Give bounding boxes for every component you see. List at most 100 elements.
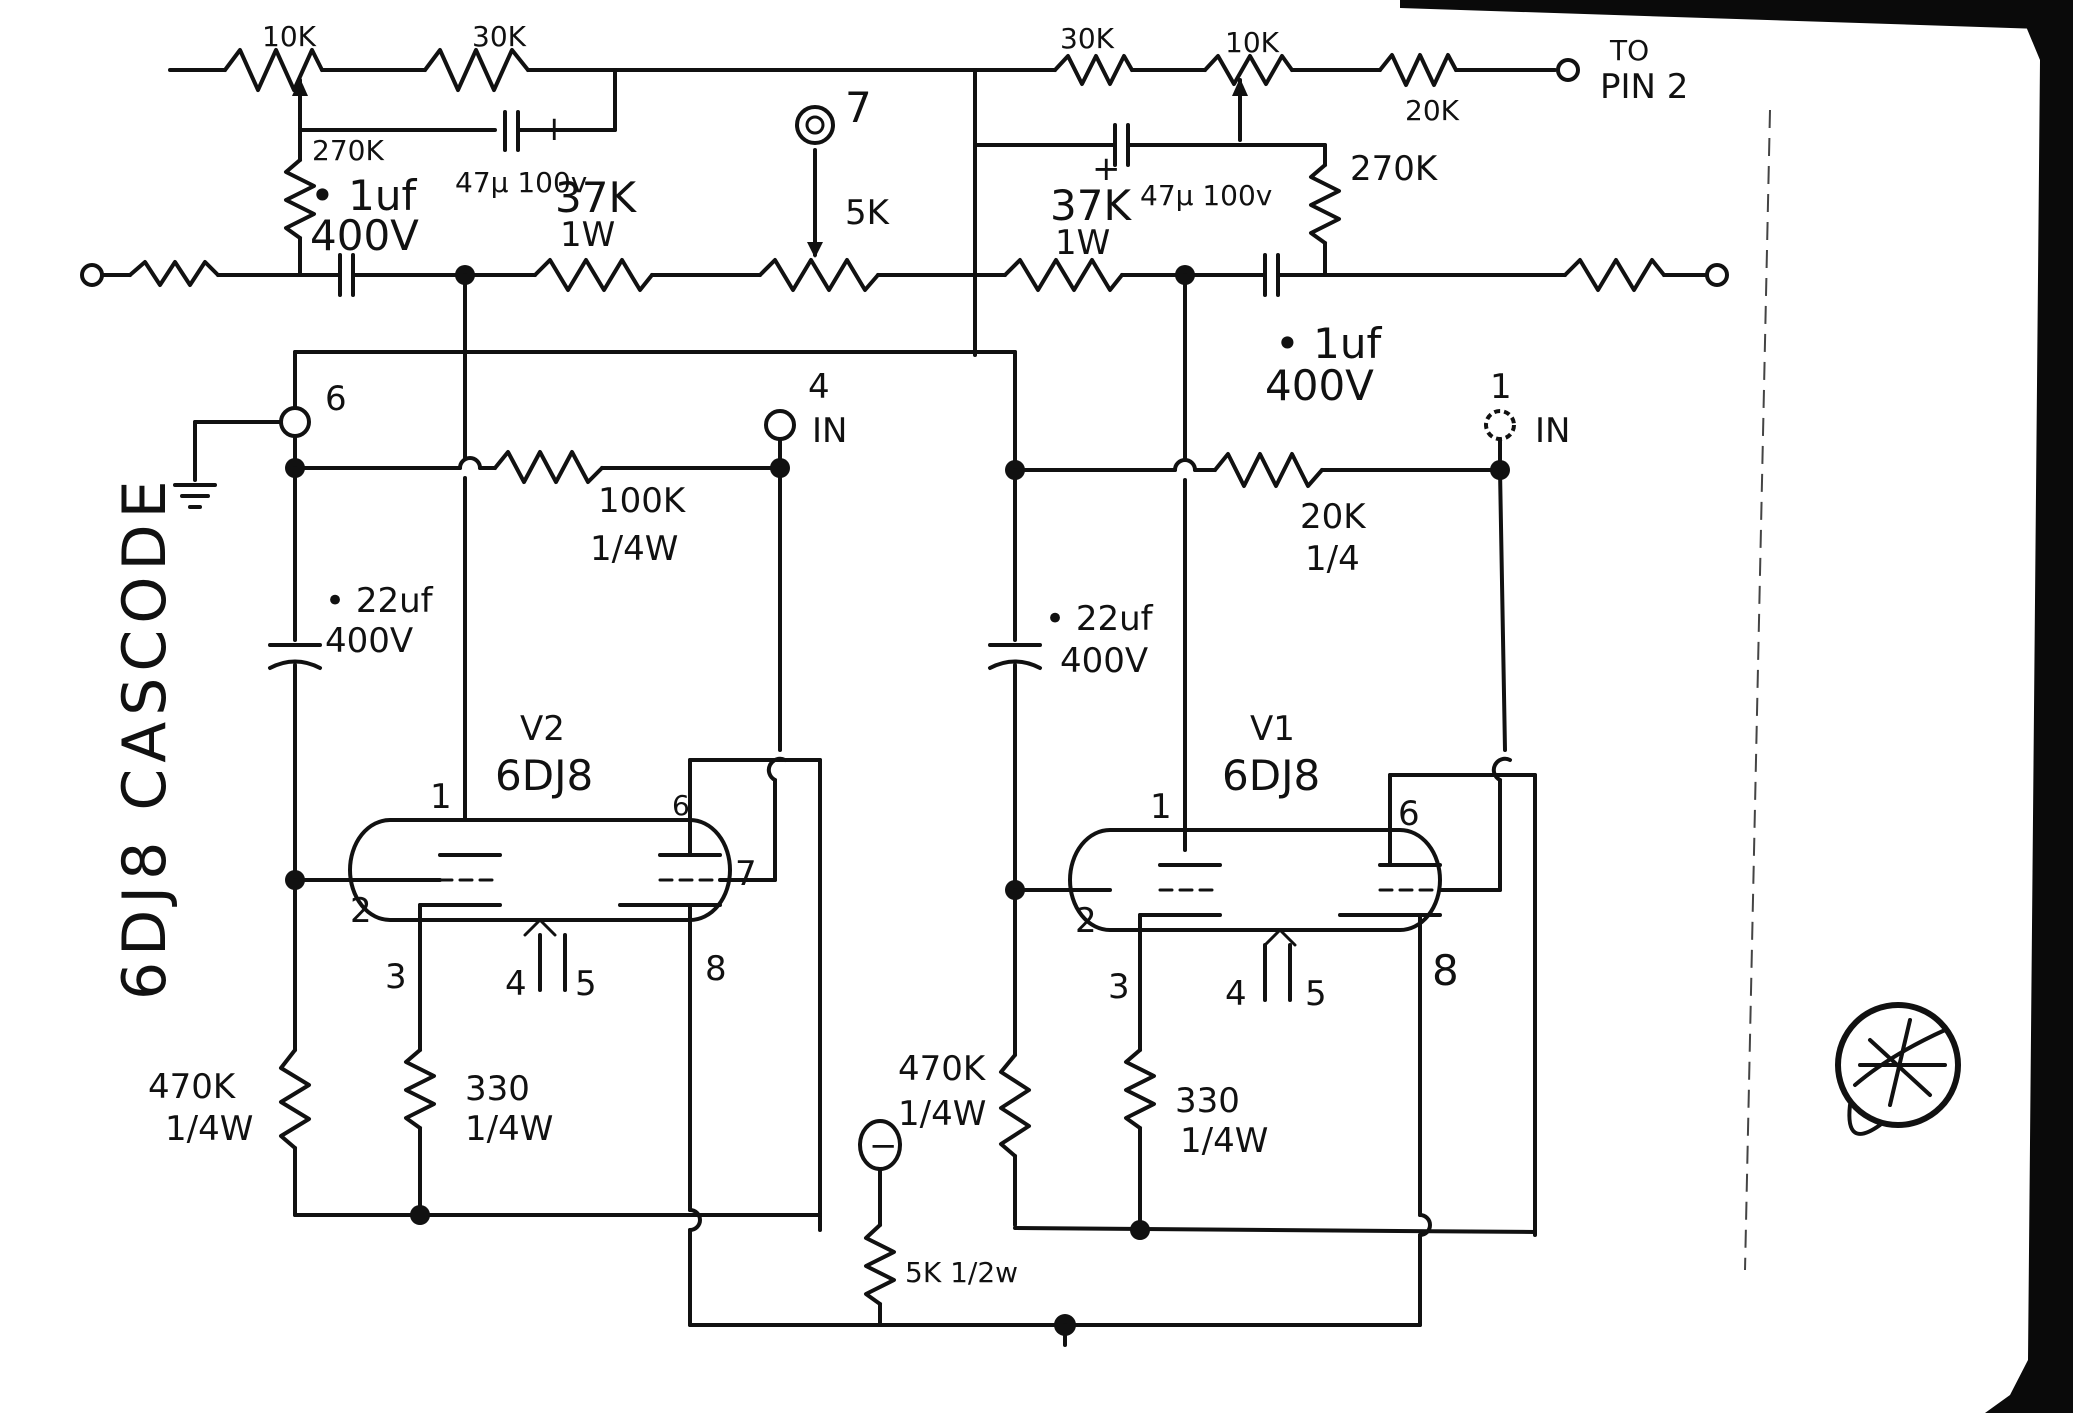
stage-v2 — [268, 273, 1422, 1327]
label-c-left-47: 47µ 100v — [455, 166, 587, 199]
resistor-100k — [493, 450, 604, 484]
label-v2-pin4: 4 — [505, 964, 527, 1004]
resistor-270k-right — [1309, 163, 1341, 245]
label-r-left-330: 330 — [465, 1069, 530, 1109]
label-v2-pin6: 6 — [672, 789, 690, 822]
label-r-left-270k: 270K — [312, 134, 384, 167]
label-r-right-270k: 270K — [1350, 149, 1439, 189]
label-c-right-plus: + — [1092, 149, 1121, 189]
label-v2-pin1: 1 — [430, 777, 452, 817]
label-v1-name: V1 — [1250, 709, 1295, 749]
terminal-output-right — [1705, 263, 1729, 287]
resistor-270k-left — [284, 158, 316, 240]
label-v1-type: 6DJ8 — [1222, 751, 1320, 800]
resistor-330-left — [404, 1048, 436, 1130]
label-r-top-right-a: 30K — [1060, 22, 1115, 55]
label-r-top-right-b: 20K — [1405, 94, 1460, 127]
label-r-left-330-w: 1/4W — [465, 1109, 553, 1149]
label-r-top-right-pot: 10K — [1225, 26, 1280, 59]
label-v2-type: 6DJ8 — [495, 751, 593, 800]
label-v2-pin7: 7 — [735, 854, 757, 894]
label-r-right-330-w: 1/4W — [1180, 1121, 1268, 1161]
diagram-title: 6DJ8 CASCODE — [110, 474, 180, 1000]
label-v1-pin8: 8 — [1432, 946, 1459, 995]
page-edge-top — [1400, 0, 2073, 30]
label-v2-pin5: 5 — [575, 964, 597, 1004]
label-r-top-left-pot: 10K — [262, 20, 317, 53]
label-r-right-37k-w: 1W — [1055, 223, 1110, 263]
label-pin6: 6 — [325, 379, 347, 419]
label-v1-pin3: 3 — [1108, 967, 1130, 1007]
page-edge-shadow — [1985, 0, 2073, 1413]
label-r-100k: 100K — [598, 481, 687, 521]
bus-wiring — [173, 350, 1516, 509]
label-c-left-22-v: 400V — [325, 621, 413, 661]
label-to: TO — [1609, 34, 1649, 67]
label-c-left-plus: + — [540, 109, 569, 149]
terminal-input-left — [80, 263, 104, 287]
label-r-100k-w: 1/4W — [590, 529, 678, 569]
page-fold-line — [1744, 109, 1771, 1271]
label-v2-pin8: 8 — [705, 949, 727, 989]
label-r-left-470k: 470K — [148, 1067, 237, 1107]
label-r-right-470k-w: 1/4W — [898, 1094, 986, 1134]
label-in-left: IN — [812, 411, 847, 451]
resistor-5k — [864, 1223, 896, 1306]
label-c-in-left-val: • 1uf — [310, 171, 417, 220]
resistor-470k-right — [999, 1053, 1031, 1158]
negative-supply — [858, 1119, 1076, 1347]
label-v1-pin6: 6 — [1398, 794, 1420, 834]
label-r-5k: 5K 1/2w — [905, 1256, 1018, 1289]
top-network — [168, 48, 1580, 357]
potentiometer-5k — [758, 258, 880, 292]
resistor-470k-left — [279, 1048, 311, 1150]
label-v2-pin2: 2 — [350, 891, 372, 931]
resistor-330-right — [1124, 1048, 1156, 1130]
terminal-pin6-ground — [279, 406, 311, 438]
label-pin7: 7 — [845, 83, 872, 132]
label-r-left-37k: 37K — [555, 173, 637, 222]
label-v1-pin5: 5 — [1305, 974, 1327, 1014]
labels: 10K 30K 30K 10K 20K TO PIN 2 270K 47µ 10… — [148, 20, 1688, 1289]
resistor-20k-right — [1378, 53, 1458, 87]
label-v2-name: V2 — [520, 709, 565, 749]
title-group: 6DJ8 CASCODE — [110, 474, 180, 1000]
label-r-20k-w: 1/4 — [1305, 539, 1360, 579]
resistor-10k-pot-right — [1203, 54, 1294, 86]
label-v1-pin2: 2 — [1075, 901, 1097, 941]
terminal-to-pin2 — [1556, 58, 1580, 82]
label-v1-pin1: 1 — [1150, 787, 1172, 827]
stage-v1 — [988, 273, 1537, 1327]
label-c-out-right-v: 400V — [1265, 361, 1374, 410]
resistor-10k-pot-left — [223, 48, 324, 92]
resistor-30k-left — [423, 48, 530, 92]
label-c-out-right-val: • 1uf — [1275, 319, 1382, 368]
label-c-left-22: • 22uf — [325, 581, 434, 621]
resistor-20k — [1213, 452, 1324, 488]
label-neg-supply: − — [869, 1126, 898, 1166]
label-c-right-22: • 22uf — [1045, 599, 1154, 639]
label-r-right-330: 330 — [1175, 1081, 1240, 1121]
resistor-37k-left — [533, 258, 654, 292]
label-r-left-37k-w: 1W — [560, 215, 615, 255]
label-pot-5k: 5K — [845, 193, 891, 233]
resistor-37k-right — [1003, 258, 1124, 292]
label-r-20k: 20K — [1300, 497, 1367, 537]
label-in-right: IN — [1535, 411, 1570, 451]
asterisk-circle-mark — [1835, 1002, 1961, 1136]
label-r-right-37k: 37K — [1050, 181, 1132, 230]
label-r-left-470k-w: 1/4W — [165, 1109, 253, 1149]
label-c-right-47: 47µ 100v — [1140, 179, 1272, 212]
label-v2-pin3: 3 — [385, 957, 407, 997]
label-r-top-left: 30K — [472, 20, 527, 53]
label-pin4: 4 — [808, 367, 830, 407]
tube-v1-envelope — [1068, 828, 1442, 932]
label-v1-pin4: 4 — [1225, 974, 1247, 1014]
resistor-30k-right — [1053, 54, 1134, 86]
terminal-pin1-in — [1484, 409, 1516, 441]
label-c-right-22-v: 400V — [1060, 641, 1148, 681]
label-pin1: 1 — [1490, 367, 1512, 407]
terminal-pin4-in — [764, 409, 796, 441]
